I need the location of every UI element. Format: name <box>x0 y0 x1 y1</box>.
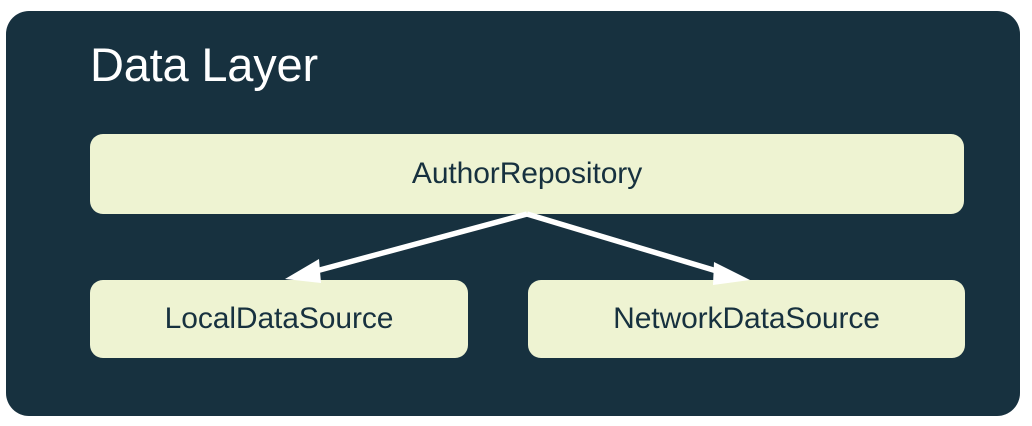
node-network-data-source[interactable]: NetworkDataSource <box>528 280 965 358</box>
node-author-repository[interactable]: AuthorRepository <box>90 134 964 214</box>
page-title: Data Layer <box>90 38 318 91</box>
node-label-network-data-source: NetworkDataSource <box>613 302 880 335</box>
node-label-author-repository: AuthorRepository <box>411 157 643 190</box>
node-label-local-data-source: LocalDataSource <box>164 302 394 335</box>
node-local-data-source[interactable]: LocalDataSource <box>90 280 468 358</box>
